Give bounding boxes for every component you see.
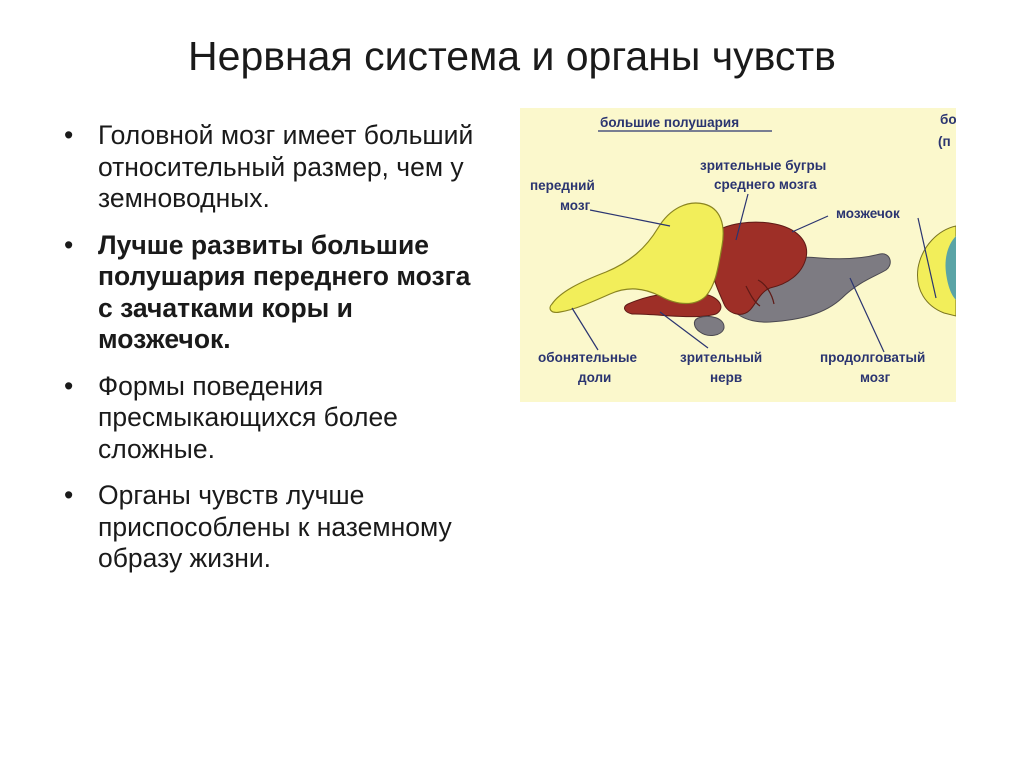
label-optic-tubercles-line2: среднего мозга: [714, 177, 817, 192]
label-forebrain-line1: передний: [530, 178, 595, 193]
bullet-text: Лучше развиты большие полушария переднег…: [98, 229, 471, 355]
second-brain-fragment: [917, 225, 956, 317]
bullet-marker: •: [64, 480, 74, 510]
label-cerebellum: мозжечок: [836, 206, 900, 221]
label-medulla-line2: мозг: [860, 370, 891, 385]
label-forebrain-line2: мозг: [560, 198, 591, 213]
label-optic-tubercles-line1: зрительные бугры: [700, 158, 826, 173]
bullet-text: Головной мозг имеет больший относительны…: [98, 120, 474, 213]
slide-title: Нервная система и органы чувств: [188, 33, 836, 79]
bullet-marker: •: [64, 229, 74, 260]
bullet-text: Формы поведения пресмыкающихся более сло…: [98, 370, 398, 464]
pituitary-shape: [693, 315, 725, 336]
label-optic-nerve-line1: зрительный: [680, 350, 762, 365]
label-optic-nerve-line2: нерв: [710, 370, 742, 385]
bullet-item-hemispheres: • Лучше развиты большие полушария передн…: [62, 230, 482, 356]
bullet-text: Органы чувств лучше приспособлены к назе…: [98, 480, 452, 573]
label-medulla-line1: продолговатый: [820, 350, 925, 365]
midbrain-fold-2: [745, 285, 761, 307]
label-hemispheres: большие полушария: [600, 115, 739, 130]
label-cut-right-line2: (п: [938, 134, 951, 149]
label-olfactory-line1: обонятельные: [538, 350, 638, 365]
bullet-item-senses: • Органы чувств лучше приспособлены к на…: [62, 480, 482, 575]
bullet-marker: •: [64, 120, 74, 150]
leader-lines: [571, 193, 937, 353]
forebrain-shape: [549, 202, 724, 313]
reptile-brain-diagram: большие полушария передний мозг зрительн…: [520, 108, 956, 402]
bullet-item-brain-size: • Головной мозг имеет больший относитель…: [62, 120, 482, 215]
brain-diagram-svg: большие полушария передний мозг зрительн…: [520, 108, 956, 402]
second-brain-fragment-teal: [945, 236, 956, 300]
midbrain-fold: [757, 279, 775, 305]
bullet-marker: •: [64, 370, 74, 401]
label-cut-right-line1: бо: [940, 112, 956, 127]
label-olfactory-line2: доли: [578, 370, 611, 385]
bullet-item-behavior: • Формы поведения пресмыкающихся более с…: [62, 371, 482, 466]
bullet-list: • Головной мозг имеет больший относитель…: [62, 120, 482, 590]
